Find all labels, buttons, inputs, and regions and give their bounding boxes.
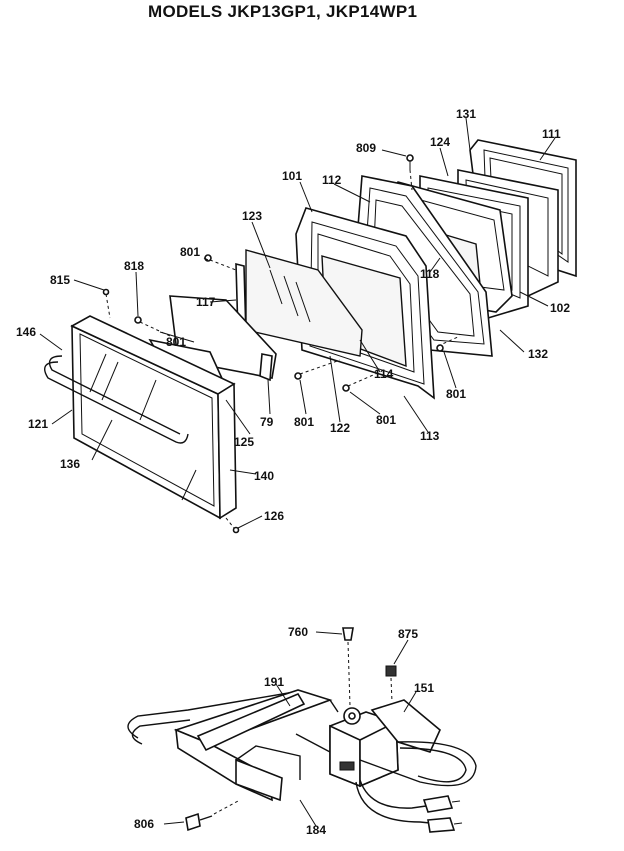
- label-101: 101: [282, 169, 302, 183]
- label-140: 140: [254, 469, 274, 483]
- label-113: 113: [420, 429, 440, 443]
- label-760: 760: [288, 625, 308, 639]
- label-191: 191: [264, 675, 284, 689]
- label-184: 184: [306, 823, 326, 837]
- label-122: 122: [330, 421, 350, 435]
- label-875: 875: [398, 627, 418, 641]
- label-806: 806: [134, 817, 154, 831]
- label-818: 818: [124, 259, 144, 273]
- label-801-a: 801: [180, 245, 200, 259]
- label-815: 815: [50, 273, 70, 287]
- label-117: 117: [196, 295, 216, 309]
- door-assembly: [39, 117, 577, 534]
- screws: [102, 154, 444, 534]
- label-146: 146: [16, 325, 36, 339]
- label-801-b: 801: [166, 335, 186, 349]
- label-79: 79: [260, 415, 274, 429]
- label-114: 114: [374, 367, 394, 381]
- label-124: 124: [430, 135, 450, 149]
- label-126: 126: [264, 509, 284, 523]
- part-labels: 111 131 124 809 101 112 123 801 118 818 …: [16, 107, 570, 837]
- part-121-outer-door: [70, 315, 237, 520]
- label-801-c: 801: [446, 387, 466, 401]
- latch-screws: [185, 627, 397, 832]
- leader-lines: [39, 117, 556, 529]
- part-191-lever: [127, 689, 339, 802]
- latch-assembly: [127, 627, 477, 833]
- part-146-handle: [44, 355, 189, 444]
- label-136: 136: [60, 457, 80, 471]
- label-125: 125: [234, 435, 254, 449]
- label-111: 111: [542, 127, 561, 141]
- wire-harness: [355, 741, 477, 833]
- label-123: 123: [242, 209, 262, 223]
- explode-lines: [105, 169, 461, 529]
- label-809: 809: [356, 141, 376, 155]
- label-112: 112: [322, 173, 342, 187]
- label-801-d: 801: [294, 415, 314, 429]
- label-132: 132: [528, 347, 548, 361]
- label-118: 118: [420, 267, 440, 281]
- label-801-e: 801: [376, 413, 396, 427]
- latch-leader-lines: [163, 631, 417, 827]
- part-151-switch: [295, 699, 441, 788]
- label-102: 102: [550, 301, 570, 315]
- label-131: 131: [456, 107, 476, 121]
- page-title: MODELS JKP13GP1, JKP14WP1: [148, 2, 418, 21]
- label-121: 121: [28, 417, 48, 431]
- label-151: 151: [414, 681, 434, 695]
